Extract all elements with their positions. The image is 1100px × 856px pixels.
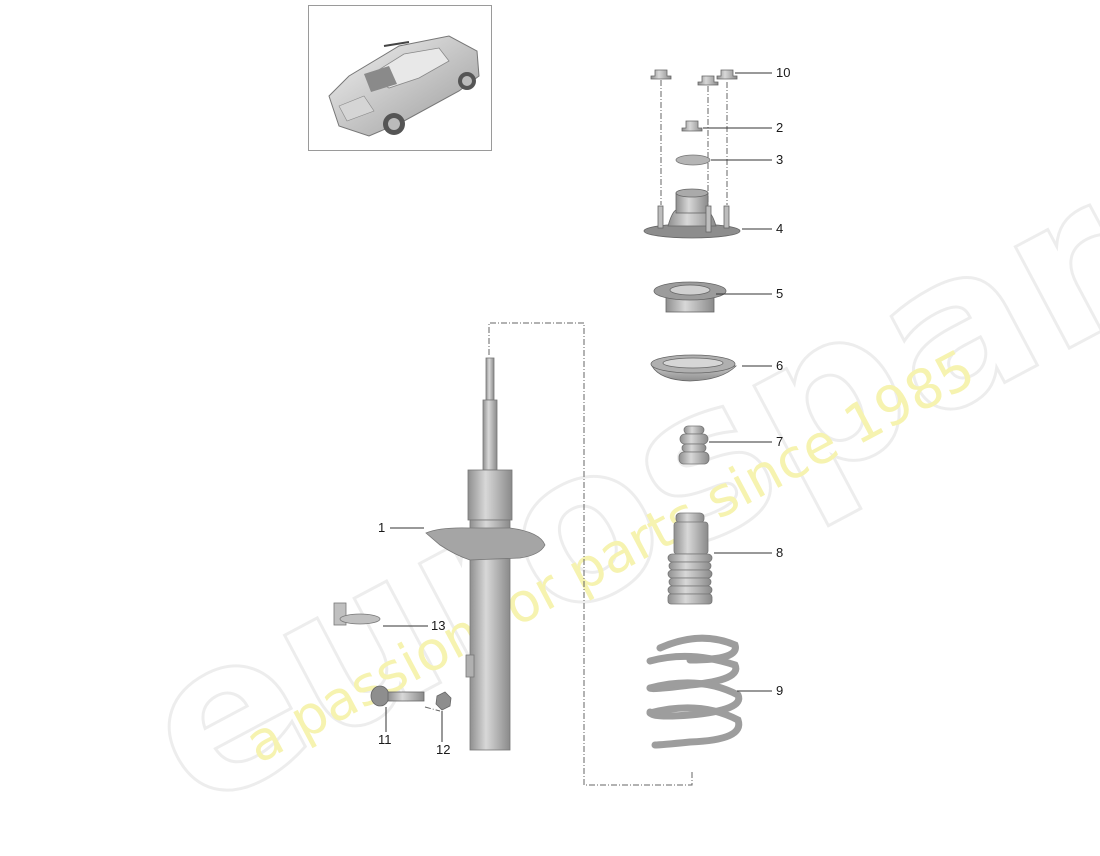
part-5-bearing [653, 281, 727, 313]
callout-6[interactable]: 6 [776, 358, 784, 373]
part-10-nuts [650, 69, 738, 86]
callout-5[interactable]: 5 [776, 286, 784, 301]
part-6-spring-seat [650, 354, 737, 382]
callout-10[interactable]: 10 [776, 65, 791, 80]
callout-1[interactable]: 1 [378, 520, 386, 535]
callout-4[interactable]: 4 [776, 221, 784, 236]
callout-3[interactable]: 3 [776, 152, 784, 167]
part-13-clip [333, 602, 381, 626]
callout-8[interactable]: 8 [776, 545, 784, 560]
part-2-nut [681, 120, 703, 132]
part-11-bolt [370, 685, 425, 707]
callout-12[interactable]: 12 [436, 742, 451, 757]
callout-2[interactable]: 2 [776, 120, 784, 135]
car-icon [328, 35, 480, 137]
part-7-bump-stop [678, 425, 710, 465]
vehicle-thumbnail [308, 5, 492, 151]
part-12-nut [435, 691, 452, 711]
callout-7[interactable]: 7 [776, 434, 784, 449]
callout-13[interactable]: 13 [431, 618, 446, 633]
callout-9[interactable]: 9 [776, 683, 784, 698]
part-8-boot [667, 512, 713, 605]
part-1-strut [425, 357, 546, 751]
callout-11[interactable]: 11 [378, 732, 392, 747]
part-3-washer [675, 154, 711, 166]
part-9-coil-spring [646, 634, 743, 749]
part-4-strut-mount [643, 188, 741, 239]
parts-drawing [333, 69, 772, 786]
